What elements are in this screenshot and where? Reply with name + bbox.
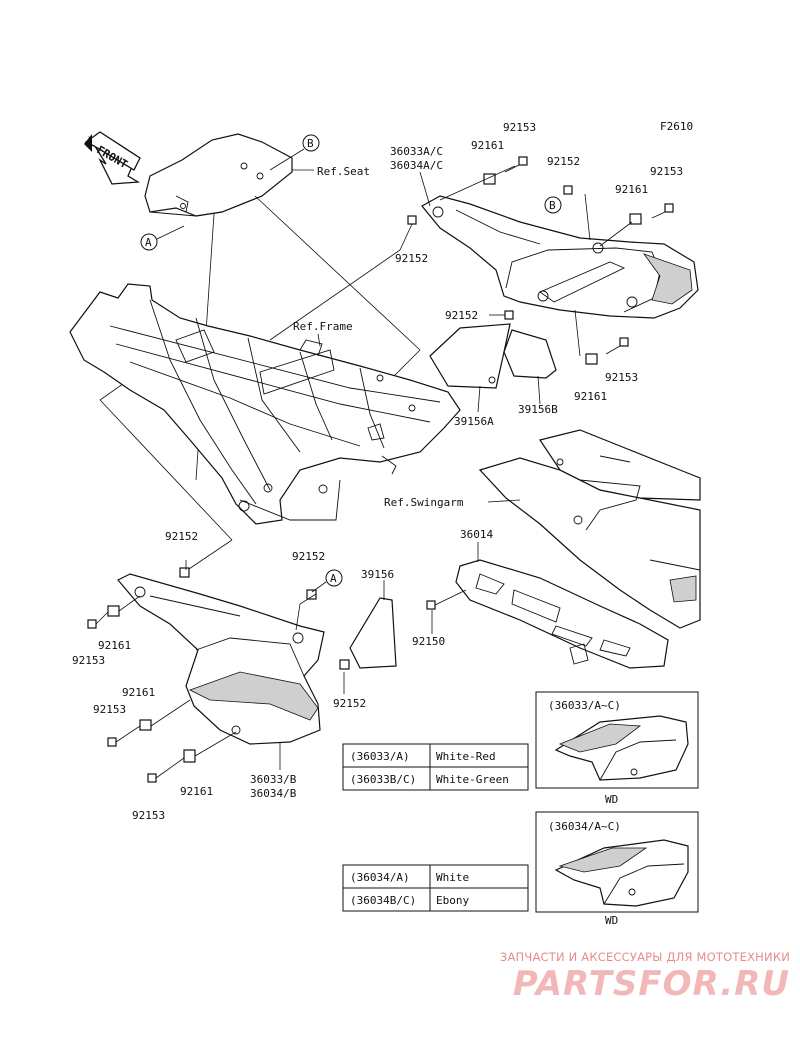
- pad-39156a-part: [429, 323, 511, 389]
- label-92152-top: 92152: [395, 252, 428, 265]
- label-36034ac: 36034A/C: [390, 159, 443, 172]
- label-36034b: 36034/B: [250, 787, 297, 800]
- label-36033b: 36033/B: [250, 773, 297, 786]
- marker-b-seat: [302, 134, 320, 152]
- pad-39156b-part: [503, 329, 557, 379]
- grommet-92152-l3-icon: [339, 659, 350, 670]
- color-table-36033: (36033/A) White-Red (36033B/C) White-Gre…: [342, 743, 529, 791]
- label-39156b: 39156B: [518, 403, 558, 416]
- collar-92161-mr-icon: [585, 353, 598, 365]
- bolt-92153-r-icon: [651, 203, 674, 219]
- label-92153-l2: 92153: [93, 703, 126, 716]
- bolt-92153-l3-icon: [147, 773, 157, 783]
- ref-swingarm-label: Ref.Swingarm: [384, 496, 464, 509]
- label-92161-r: 92161: [615, 183, 648, 196]
- seat-reference-part: [144, 133, 293, 217]
- label-92152-mid: 92152: [445, 309, 478, 322]
- bolt-92153-l1-icon: [87, 619, 97, 629]
- collar-92161-top-icon: [483, 173, 496, 185]
- label-92152-l3: 92152: [333, 697, 366, 710]
- label-92150: 92150: [412, 635, 445, 648]
- label-39156: 39156: [361, 568, 394, 581]
- bolt-92153-l2-icon: [107, 737, 117, 747]
- label-92161-top: 92161: [471, 139, 504, 152]
- label-92161-l2: 92161: [122, 686, 155, 699]
- svg-text:A: A: [330, 572, 337, 585]
- collar-92161-l3-icon: [183, 749, 196, 763]
- label-92153-r: 92153: [650, 165, 683, 178]
- svg-text:B: B: [307, 137, 314, 150]
- pad-39156-part: [349, 597, 397, 669]
- svg-text:(36034/A~C): (36034/A~C): [548, 820, 621, 833]
- svg-text:White-Green: White-Green: [436, 773, 509, 786]
- ref-frame-label: Ref.Frame: [293, 320, 353, 333]
- label-39156a: 39156A: [454, 415, 494, 428]
- label-36033ac: 36033A/C: [390, 145, 443, 158]
- label-92153-l3: 92153: [132, 809, 165, 822]
- svg-text:Ebony: Ebony: [436, 894, 469, 907]
- label-36014: 36014: [460, 528, 493, 541]
- label-92153-l1: 92153: [72, 654, 105, 667]
- swingarm-reference-part: [478, 429, 701, 629]
- grommet-92152-r-icon: [563, 185, 573, 195]
- label-92153-mr: 92153: [605, 371, 638, 384]
- side-cover-left-part: [117, 573, 325, 745]
- side-cover-right-part: [421, 195, 699, 319]
- svg-text:White-Red: White-Red: [436, 750, 496, 763]
- front-arrow-icon: FRONT: [84, 131, 141, 185]
- svg-text:(36033/A): (36033/A): [350, 750, 410, 763]
- marker-b-cover: [544, 196, 562, 214]
- svg-text:A: A: [145, 236, 152, 249]
- grommet-92152-top-icon: [407, 215, 417, 225]
- chain-guard-36014-part: [455, 559, 669, 669]
- frame-reference-part: [69, 283, 461, 525]
- bolt-92153-mr-icon: [605, 337, 629, 355]
- label-92161-mr: 92161: [574, 390, 607, 403]
- bolt-92150-icon: [426, 589, 467, 610]
- ref-seat-label: Ref.Seat: [317, 165, 370, 178]
- color-table-36034: (36034/A) White (36034B/C) Ebony: [342, 864, 529, 912]
- marker-a-seat: [140, 233, 158, 251]
- collar-92161-l2-icon: [139, 719, 152, 731]
- svg-text:(36033B/C): (36033B/C): [350, 773, 416, 786]
- label-92152-r: 92152: [547, 155, 580, 168]
- grommet-92152-l2-icon: [306, 589, 317, 600]
- label-92152-l2: 92152: [292, 550, 325, 563]
- inset-36034: (36034/A~C): [535, 811, 699, 913]
- svg-text:(36033/A~C): (36033/A~C): [548, 699, 621, 712]
- svg-text:B: B: [549, 199, 556, 212]
- inset-2-caption: WD: [605, 914, 618, 927]
- bolt-92153-top-icon: [504, 156, 528, 173]
- label-92152-l1: 92152: [165, 530, 198, 543]
- svg-text:(36034/A): (36034/A): [350, 871, 410, 884]
- grommet-92152-l1-icon: [179, 567, 190, 578]
- grommet-92152-mid-icon: [504, 310, 514, 320]
- label-92153-top: 92153: [503, 121, 536, 134]
- collar-92161-r-icon: [629, 213, 642, 225]
- watermark-logo: PARTSFOR.RU: [512, 964, 790, 1004]
- marker-a-cover: [325, 569, 343, 587]
- label-92161-l3: 92161: [180, 785, 213, 798]
- label-92161-l1: 92161: [98, 639, 131, 652]
- svg-text:(36034B/C): (36034B/C): [350, 894, 416, 907]
- watermark-tagline: ЗАПЧАСТИ И АКСЕССУАРЫ ДЛЯ МОТОТЕХНИКИ: [499, 950, 790, 964]
- inset-1-caption: WD: [605, 793, 618, 806]
- svg-text:White: White: [436, 871, 469, 884]
- figure-code: F2610: [660, 120, 693, 133]
- inset-36033: (36033/A~C): [535, 691, 699, 789]
- collar-92161-l1-icon: [107, 605, 120, 617]
